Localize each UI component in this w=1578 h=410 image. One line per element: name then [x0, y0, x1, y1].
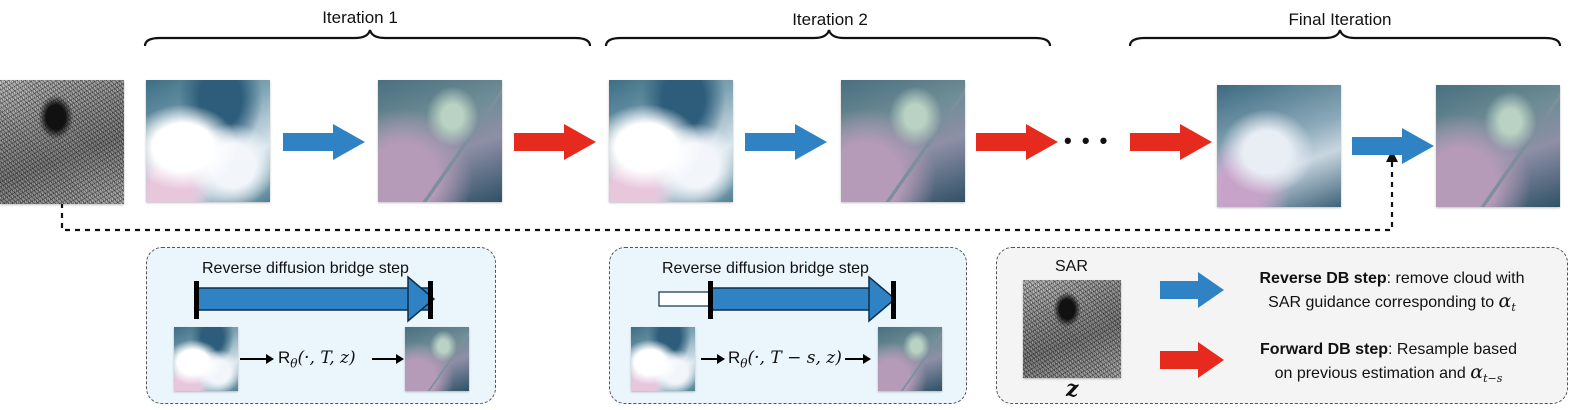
panel-2-title: Reverse diffusion bridge step	[662, 260, 869, 277]
cloudy-image-iter2	[609, 80, 733, 202]
sar-guidance-dashed-line	[60, 158, 1394, 232]
iteration-1-label: Iteration 1	[322, 8, 398, 27]
final-iteration-brace	[1128, 29, 1562, 47]
forward-arrow-1	[514, 124, 596, 160]
panel-2-bridge-diagram	[658, 275, 897, 364]
cloudy-image-iter1	[146, 80, 270, 202]
resampled-image-final	[1217, 85, 1341, 207]
reverse-arrow-2	[745, 124, 827, 160]
estimate-image-iter1	[378, 80, 502, 202]
sar-label: SAR	[1055, 258, 1088, 275]
legend-reverse-text: Reverse DB step: remove cloud with SAR g…	[1259, 270, 1525, 315]
iteration-2-label: Iteration 2	[792, 10, 868, 29]
iteration-2-brace	[604, 29, 1052, 47]
legend-forward-text: Forward DB step: Resample based on previ…	[1260, 341, 1517, 386]
panel-2-input-image	[631, 327, 695, 391]
panel-1-input-image	[174, 327, 238, 391]
panel-1-bridge-diagram	[194, 275, 436, 364]
forward-arrow-2	[976, 124, 1058, 160]
z-label: z	[1066, 376, 1079, 402]
forward-arrow-3	[1130, 124, 1212, 160]
legend-sar-image	[1023, 280, 1121, 378]
ellipsis: • • •	[1064, 128, 1110, 153]
reverse-arrow-3	[1352, 128, 1434, 164]
legend-forward-arrow	[1160, 342, 1224, 378]
legend-reverse-arrow	[1160, 272, 1224, 308]
iteration-1-brace	[143, 29, 592, 47]
sar-input-image	[0, 80, 124, 204]
panel-2-output-image	[878, 327, 942, 391]
panel-2-formula: Rθ(·, T − s, z)	[728, 348, 842, 371]
reverse-arrow-1	[283, 124, 365, 160]
panel-1-formula: Rθ(·, T, z)	[278, 348, 356, 371]
final-iteration-label: Final Iteration	[1288, 10, 1392, 29]
guidance-arrowhead	[1386, 150, 1398, 162]
final-output-image	[1436, 85, 1560, 207]
legend-arrows	[1160, 272, 1224, 378]
panel-1-title: Reverse diffusion bridge step	[202, 260, 409, 277]
estimate-image-iter2	[841, 80, 965, 202]
panel-1-output-image	[405, 327, 469, 391]
